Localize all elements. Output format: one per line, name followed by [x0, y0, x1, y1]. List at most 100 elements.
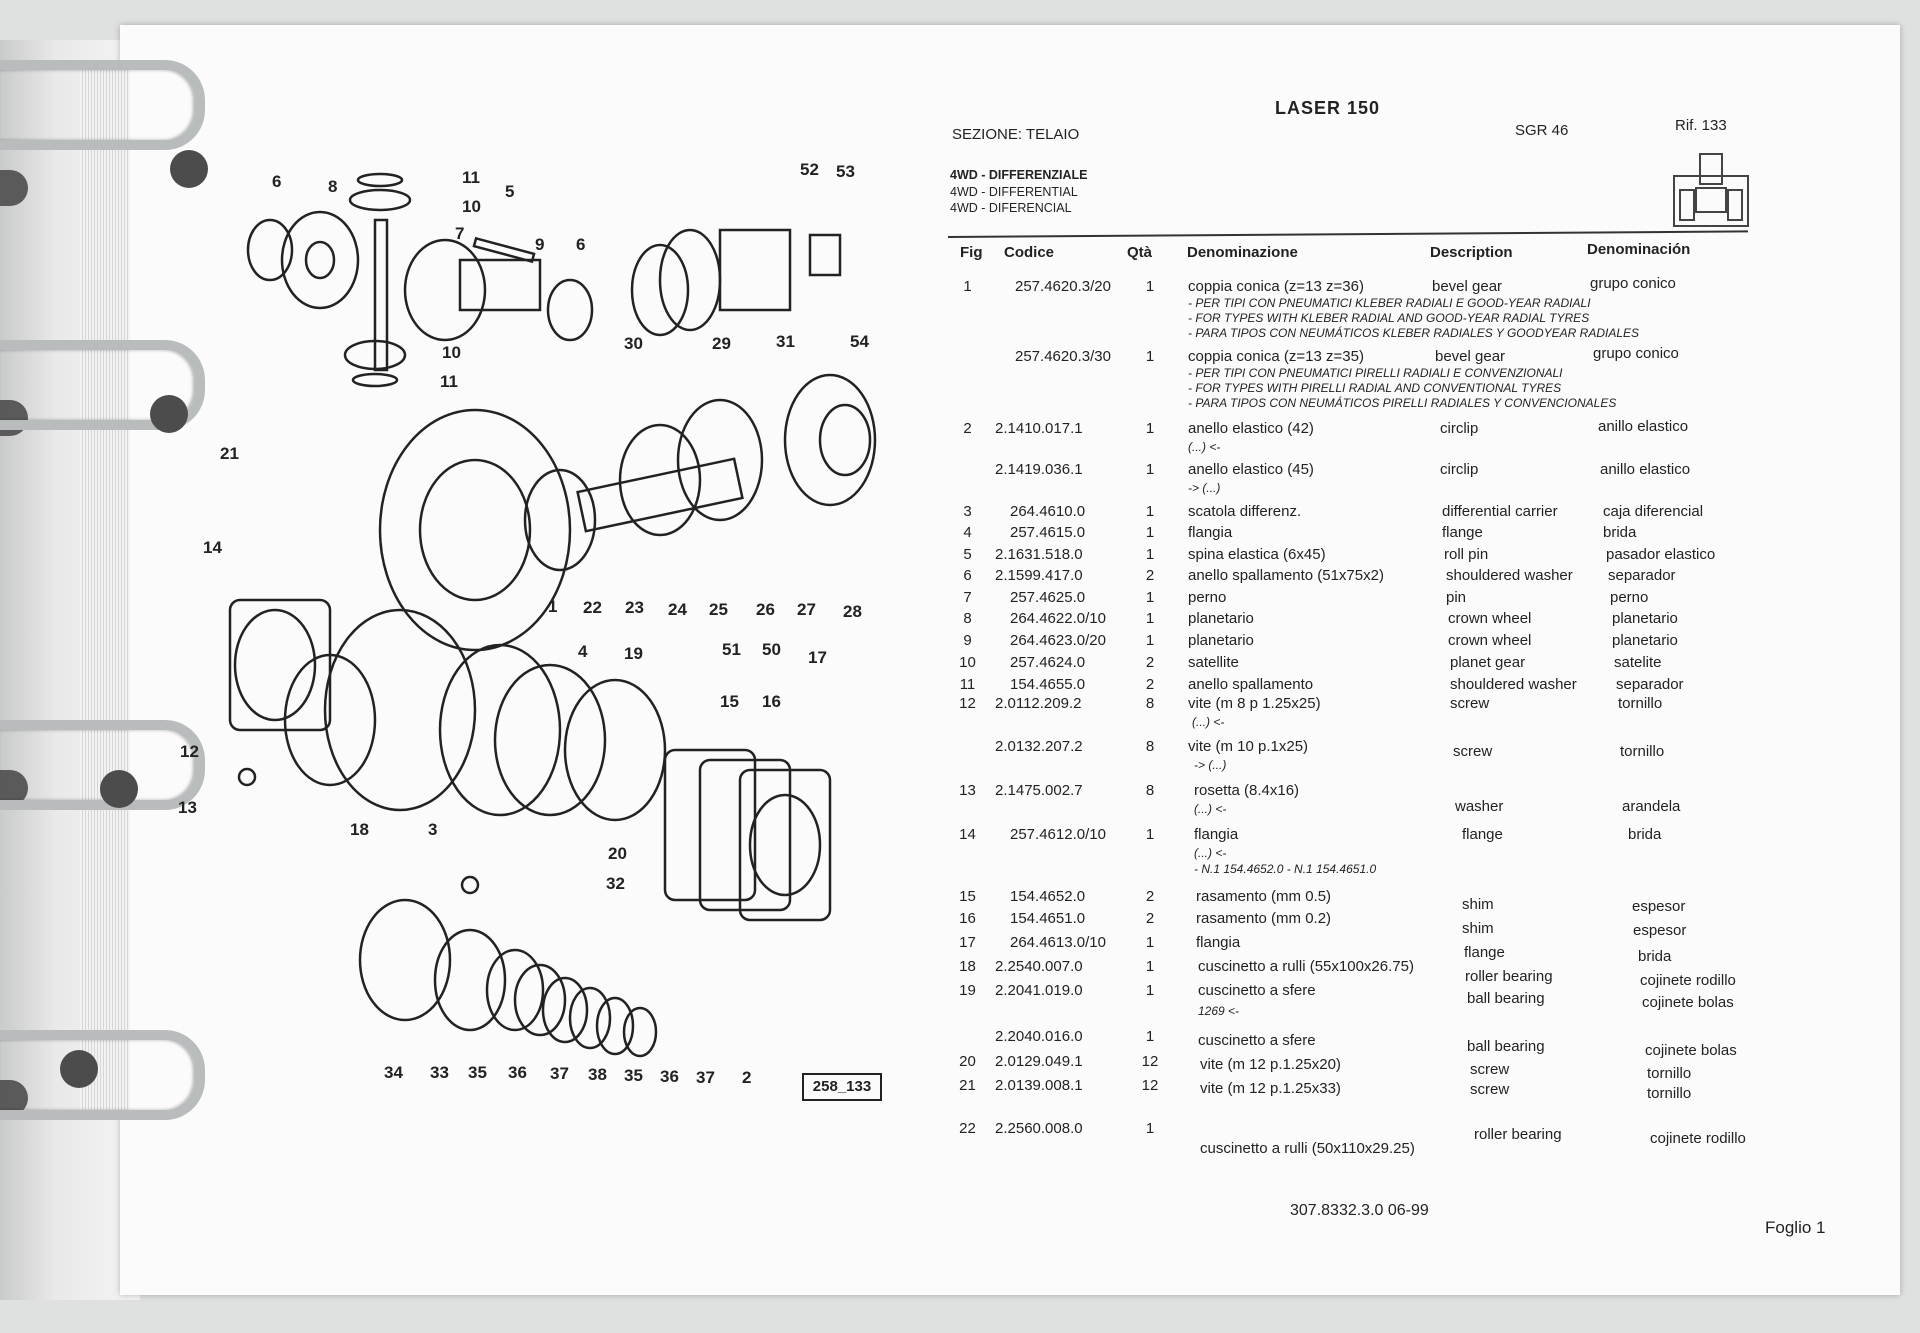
sheet-number: Foglio 1 [1765, 1218, 1826, 1237]
row-note: - PER TIPI CON PNEUMATICI KLEBER RADIALI… [1188, 296, 1591, 310]
row-note: - PARA TIPOS CON NEUMÁTICOS PIRELLI RADI… [1188, 396, 1617, 410]
callout-52: 52 [800, 160, 819, 179]
cell-en: screw [1470, 1081, 1510, 1098]
cell-qty: 1 [1145, 1120, 1155, 1137]
cell-it: cuscinetto a rulli (50x110x29.25) [1200, 1140, 1415, 1157]
cell-es: cojinete rodillo [1650, 1130, 1746, 1147]
cell-it: vite (m 10 p.1x25) [1188, 738, 1309, 755]
row-note: (...) <- [1194, 846, 1227, 860]
cell-es: planetario [1612, 610, 1678, 627]
cell-it: rasamento (mm 0.2) [1196, 910, 1332, 927]
row-note: 1269 <- [1198, 1004, 1240, 1018]
cell-en: crown wheel [1448, 632, 1532, 649]
cell-en: screw [1470, 1061, 1510, 1078]
cell-en: flange [1462, 826, 1503, 843]
cell-qty: 1 [1145, 826, 1155, 843]
cell-en: flange [1464, 944, 1505, 961]
cell-it: flangia [1194, 826, 1239, 843]
callout-35b: 35 [624, 1066, 643, 1085]
cell-code: 154.4655.0 [1010, 676, 1086, 693]
cell-fig: 9 [963, 632, 972, 649]
cell-qty: 1 [1145, 610, 1155, 627]
cell-it: cuscinetto a sfere [1198, 982, 1316, 999]
cell-code: 2.1419.036.1 [995, 461, 1083, 478]
cell-qty: 1 [1145, 632, 1155, 649]
cell-code: 257.4620.3/30 [1015, 348, 1111, 365]
cell-it: coppia conica (z=13 z=36) [1188, 278, 1364, 295]
callout-7: 7 [455, 224, 465, 243]
cell-code: 264.4622.0/10 [1010, 610, 1106, 627]
cell-en: screw [1453, 743, 1493, 760]
cell-it: satellite [1188, 654, 1239, 671]
binder-ring [0, 1030, 205, 1120]
cell-fig: 11 [959, 676, 976, 693]
cell-fig: 13 [959, 782, 976, 799]
cell-it: perno [1188, 589, 1227, 606]
callout-18: 18 [350, 820, 369, 839]
cell-it: planetario [1188, 632, 1254, 649]
callout-2: 2 [742, 1068, 752, 1087]
row-note: - PARA TIPOS CON NEUMÁTICOS KLEBER RADIA… [1188, 326, 1640, 340]
callout-33: 33 [430, 1063, 449, 1082]
cell-es: tornillo [1647, 1085, 1692, 1102]
cell-fig: 17 [959, 934, 976, 951]
cell-code: 2.1475.002.7 [995, 782, 1083, 799]
callout-13: 13 [178, 798, 197, 817]
cell-code: 154.4651.0 [1010, 910, 1086, 927]
callout-30: 30 [624, 334, 643, 353]
row-note: - FOR TYPES WITH PIRELLI RADIAL AND CONV… [1188, 381, 1562, 395]
ring-end [60, 1050, 98, 1088]
cell-qty: 2 [1145, 910, 1155, 927]
cell-en: screw [1450, 695, 1490, 712]
cell-es: brida [1628, 826, 1662, 843]
cell-es: espesor [1632, 898, 1686, 915]
cell-code: 257.4620.3/20 [1015, 278, 1111, 295]
cell-it: vite (m 8 p 1.25x25) [1188, 695, 1321, 712]
cell-en: ball bearing [1467, 990, 1545, 1007]
callout-51: 51 [722, 640, 741, 659]
cell-it: cuscinetto a rulli (55x100x26.75) [1198, 958, 1414, 975]
callout-9: 9 [535, 235, 545, 254]
ring-end [170, 150, 208, 188]
cell-fig: 19 [959, 982, 976, 999]
cell-es: separador [1608, 567, 1676, 584]
cell-code: 2.1410.017.1 [995, 420, 1083, 437]
cell-code: 264.4613.0/10 [1010, 934, 1106, 951]
callout-26: 26 [756, 600, 775, 619]
cell-fig: 21 [959, 1077, 976, 1094]
cell-code: 2.2560.008.0 [995, 1120, 1083, 1137]
binder-ring [0, 720, 205, 810]
callout-1: 1 [548, 597, 558, 616]
cell-it: vite (m 12 p.1.25x20) [1200, 1056, 1341, 1073]
cell-fig: 7 [963, 589, 972, 606]
cell-en: roll pin [1444, 546, 1489, 563]
exploded-view-drawing [228, 172, 877, 1058]
cell-it: flangia [1196, 934, 1241, 951]
cell-code: 2.0129.049.1 [995, 1053, 1083, 1070]
cell-qty: 8 [1145, 782, 1155, 799]
cell-code: 264.4610.0 [1010, 503, 1086, 520]
callout-17: 17 [808, 648, 827, 667]
callout-20: 20 [608, 844, 627, 863]
cell-es: satelite [1614, 654, 1662, 671]
cell-en: shouldered washer [1446, 567, 1573, 584]
cell-es: tornillo [1647, 1065, 1692, 1082]
cell-en: circlip [1440, 420, 1479, 437]
callout-32: 32 [606, 874, 625, 893]
cell-qty: 1 [1145, 278, 1155, 295]
cell-es: grupo conico [1593, 345, 1679, 362]
cell-it: spina elastica (6x45) [1188, 546, 1326, 563]
cell-qty: 1 [1145, 348, 1155, 365]
cell-es: arandela [1622, 798, 1681, 815]
rif-label: Rif. 133 [1675, 117, 1727, 134]
cell-it: anello elastico (45) [1188, 461, 1314, 478]
cell-qty: 1 [1145, 982, 1155, 999]
callout-37: 37 [550, 1064, 569, 1083]
cell-code: 2.1631.518.0 [995, 546, 1083, 563]
cell-en: bevel gear [1432, 278, 1503, 295]
cell-code: 2.0139.008.1 [995, 1077, 1083, 1094]
binder-ring [0, 60, 205, 150]
cell-es: anillo elastico [1600, 461, 1691, 478]
cell-en: differential carrier [1442, 503, 1558, 520]
cell-es: planetario [1612, 632, 1678, 649]
